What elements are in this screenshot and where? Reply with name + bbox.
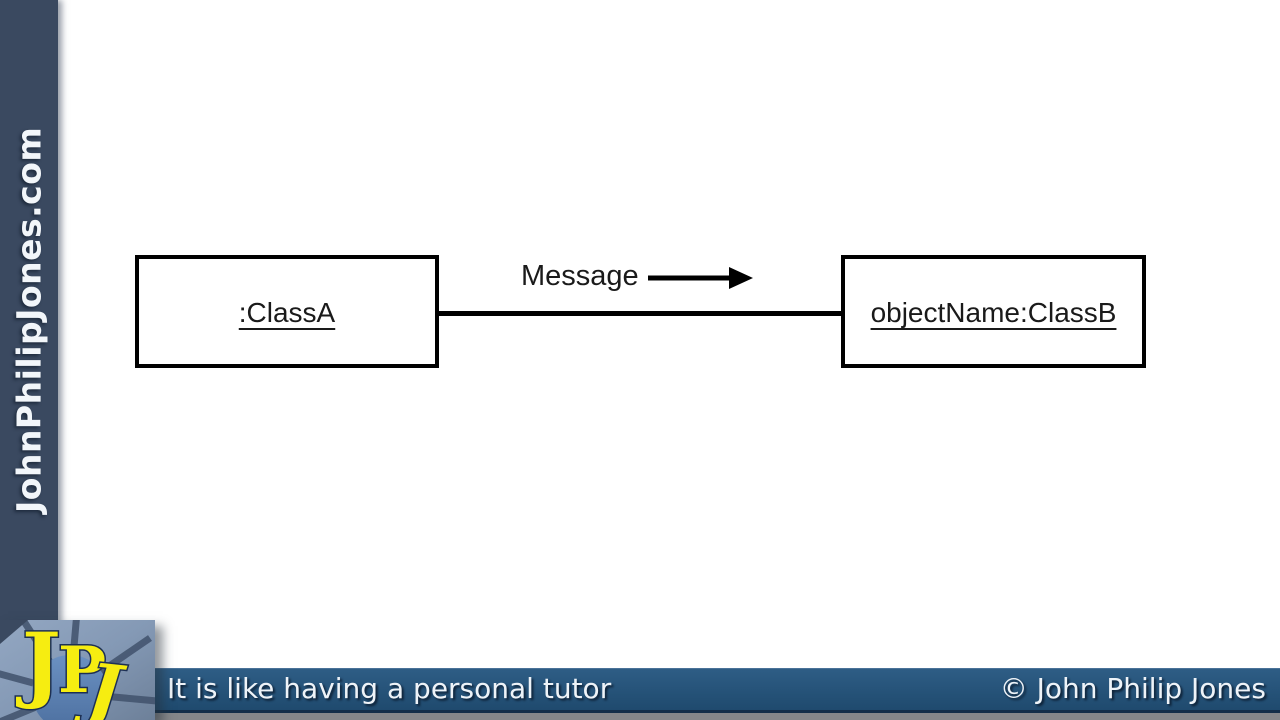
- sidebar-vertical-text: JohnPhilipJones.com: [9, 126, 49, 514]
- footer-tagline: It is like having a personal tutor: [167, 672, 612, 705]
- jpj-logo-icon: J P J: [0, 620, 155, 720]
- object-box-classa-label: :ClassA: [238, 296, 336, 328]
- object-box-classa: :ClassA: [135, 255, 439, 368]
- footer-bar: It is like having a personal tutor © Joh…: [155, 668, 1280, 713]
- object-box-classb: objectName:ClassB: [841, 255, 1146, 368]
- message-label: Message: [521, 260, 639, 292]
- footer-shadow-strip: [155, 713, 1280, 720]
- branding-sidebar: JohnPhilipJones.com: [0, 0, 58, 720]
- logo-letter-p: P: [58, 633, 106, 708]
- logo-letter-j1: J: [16, 620, 61, 712]
- jpj-logo: J P J: [0, 620, 155, 720]
- object-box-classb-label: objectName:ClassB: [870, 296, 1117, 328]
- association-line: [438, 311, 842, 316]
- footer-copyright: © John Philip Jones: [999, 672, 1266, 705]
- right-arrow-icon: [648, 267, 753, 289]
